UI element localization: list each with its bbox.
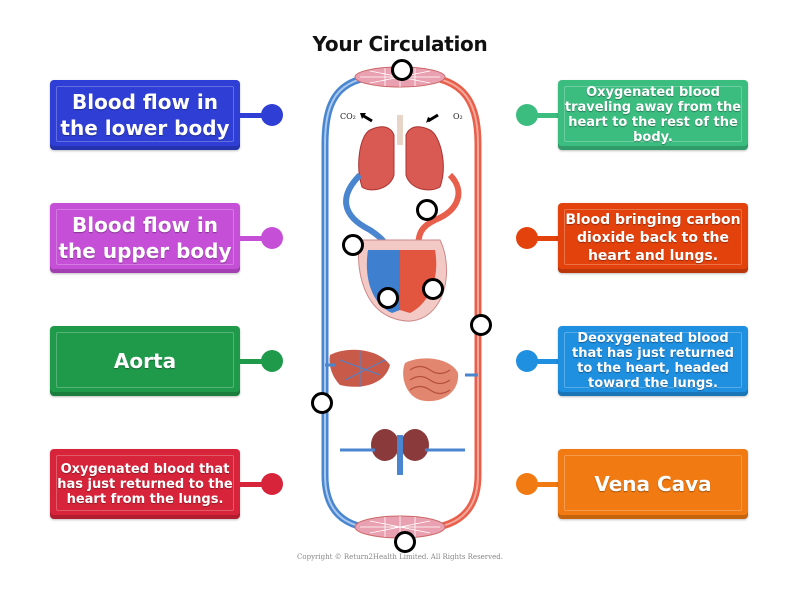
label-card-lower-body[interactable]: Blood flow in the lower body — [50, 80, 240, 150]
left-kidney — [371, 429, 399, 461]
right-lung — [405, 126, 444, 191]
label-card-deoxygenated[interactable]: Deoxygenated blood that has just returne… — [558, 326, 748, 396]
label-card-upper-body[interactable]: Blood flow in the upper body — [50, 203, 240, 273]
drop-target-right-atrium[interactable] — [377, 287, 399, 309]
connector-pin — [240, 482, 266, 487]
drop-target-descending-aorta[interactable] — [470, 314, 492, 336]
co2-label: CO₂ — [340, 112, 356, 121]
label-card-carbon-dioxide[interactable]: Blood bringing carbon dioxide back to th… — [558, 203, 748, 273]
card-label: Blood bringing carbon dioxide back to th… — [565, 212, 741, 264]
label-card-vena-cava[interactable]: Vena Cava — [558, 449, 748, 519]
connector-dot[interactable] — [261, 473, 283, 495]
connector-dot[interactable] — [516, 350, 538, 372]
card-label: Vena Cava — [594, 472, 712, 496]
copyright-notice: Copyright © Return2Health Limited. All R… — [297, 553, 503, 561]
card-label: Blood flow in the lower body — [60, 90, 230, 140]
connector-dot[interactable] — [261, 350, 283, 372]
card-label: Aorta — [113, 349, 177, 373]
connector-pin — [240, 113, 266, 118]
card-label: Blood flow in the upper body — [58, 213, 232, 263]
connector-dot[interactable] — [261, 227, 283, 249]
drop-target-inferior-vena-cava[interactable] — [311, 392, 333, 414]
card-label: Oxygenated blood traveling away from the… — [564, 85, 742, 145]
o2-label: O₂ — [453, 112, 463, 121]
card-label: Oxygenated blood that has just returned … — [57, 461, 233, 507]
drop-target-bottom[interactable] — [394, 531, 416, 553]
drop-target-left-ventricle[interactable] — [422, 278, 444, 300]
card-label: Deoxygenated blood that has just returne… — [572, 331, 734, 391]
connector-pin — [534, 482, 560, 487]
drop-target-superior-vena-cava[interactable] — [342, 234, 364, 256]
label-card-aorta[interactable]: Aorta — [50, 326, 240, 396]
right-kidney — [401, 429, 429, 461]
label-card-oxygenated-returned[interactable]: Oxygenated blood that has just returned … — [50, 449, 240, 519]
connector-dot[interactable] — [261, 104, 283, 126]
circulation-diagram: CO₂ O₂ — [321, 66, 482, 539]
connector-pin — [534, 359, 560, 364]
connector-pin — [534, 236, 560, 241]
connector-dot[interactable] — [516, 227, 538, 249]
connector-dot[interactable] — [516, 473, 538, 495]
diagram-title: Your Circulation — [312, 32, 488, 56]
connector-pin — [240, 359, 266, 364]
drop-target-top[interactable] — [391, 59, 413, 81]
connector-pin — [534, 113, 560, 118]
drop-target-pulmonary-vein[interactable] — [416, 199, 438, 221]
label-card-oxygenated-away[interactable]: Oxygenated blood traveling away from the… — [558, 80, 748, 150]
left-lung — [358, 126, 395, 191]
connector-dot[interactable] — [516, 104, 538, 126]
connector-pin — [240, 236, 266, 241]
